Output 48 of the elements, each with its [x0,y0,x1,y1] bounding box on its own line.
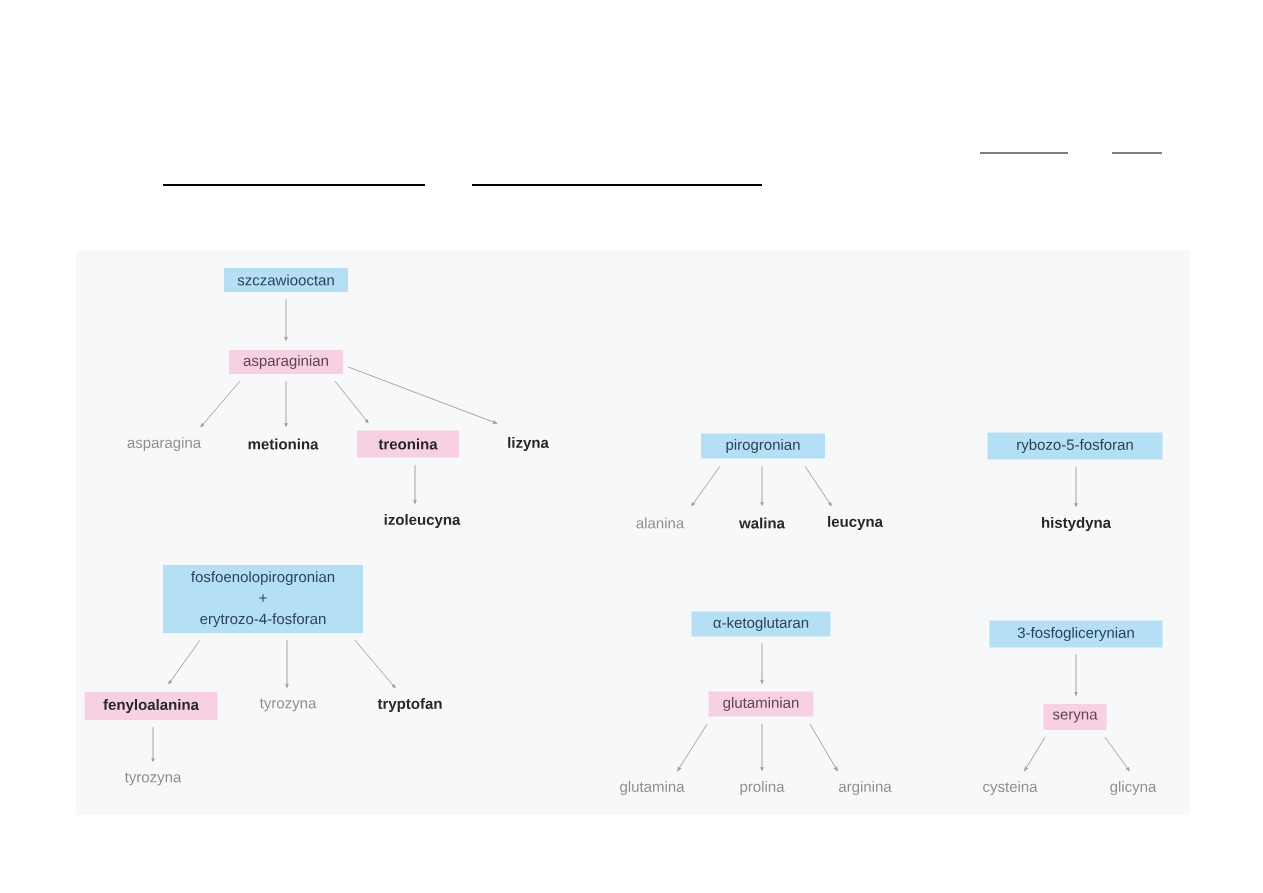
intermediate-box: asparaginian [229,350,343,374]
arrow [691,465,721,507]
arrow [809,723,838,772]
amino-acid-label: izoleucyna [384,514,461,528]
arrow [168,639,201,685]
arrow [354,639,396,689]
amino-acid-label: arginina [838,781,892,795]
arrow [347,366,498,424]
intermediate-box: fenyloalanina [84,692,218,720]
amino-acid-label: prolina [740,781,785,795]
arrow [760,465,764,506]
amino-acid-label: cysteina [983,781,1038,795]
arrow [760,723,764,771]
arrow [284,298,288,341]
source-box: szczawiooctan [224,268,348,292]
arrow [151,726,155,762]
amino-acid-label: tryptofan [377,698,442,712]
source-box: α-ketoglutaran [691,611,831,637]
amino-acid-label: walina [739,517,786,529]
amino-acid-label: glutamina [620,781,685,795]
amino-acid-label: leucyna [828,516,884,530]
arrow [284,380,288,427]
amino-acid-label: metionina [248,438,319,450]
intermediate-box: treonina [357,430,459,458]
amino-acid-label: tyrozyna [124,772,182,786]
source-box: rybozo-5-fosforan [987,432,1163,460]
amino-acid-label: tyrozyna [259,698,317,712]
arrow [1074,466,1078,507]
amino-acid-label: glicyna [1110,781,1157,795]
arrow [677,723,708,772]
arrow [760,642,764,684]
arrow [285,639,289,688]
amino-acid-label: asparagina [127,437,202,451]
arrow [1074,653,1078,696]
arrow [1024,736,1046,772]
source-box: fosfoenolopirogronian + erytrozo-4-fosforan [163,565,363,633]
amino-acid-label: alanina [636,517,685,529]
intermediate-box: seryna [1043,704,1107,730]
arrow [200,380,241,428]
arrow [413,464,417,504]
amino-acid-label: histydyna [1042,517,1112,531]
arrow [334,380,369,424]
arrow [1104,736,1130,772]
source-box: 3-fosfoglicerynian [989,620,1163,648]
arrow [804,465,832,507]
source-box: pirogronian [701,433,825,459]
amino-acid-label: lizyna [508,437,549,451]
intermediate-box: glutaminian [708,691,814,717]
